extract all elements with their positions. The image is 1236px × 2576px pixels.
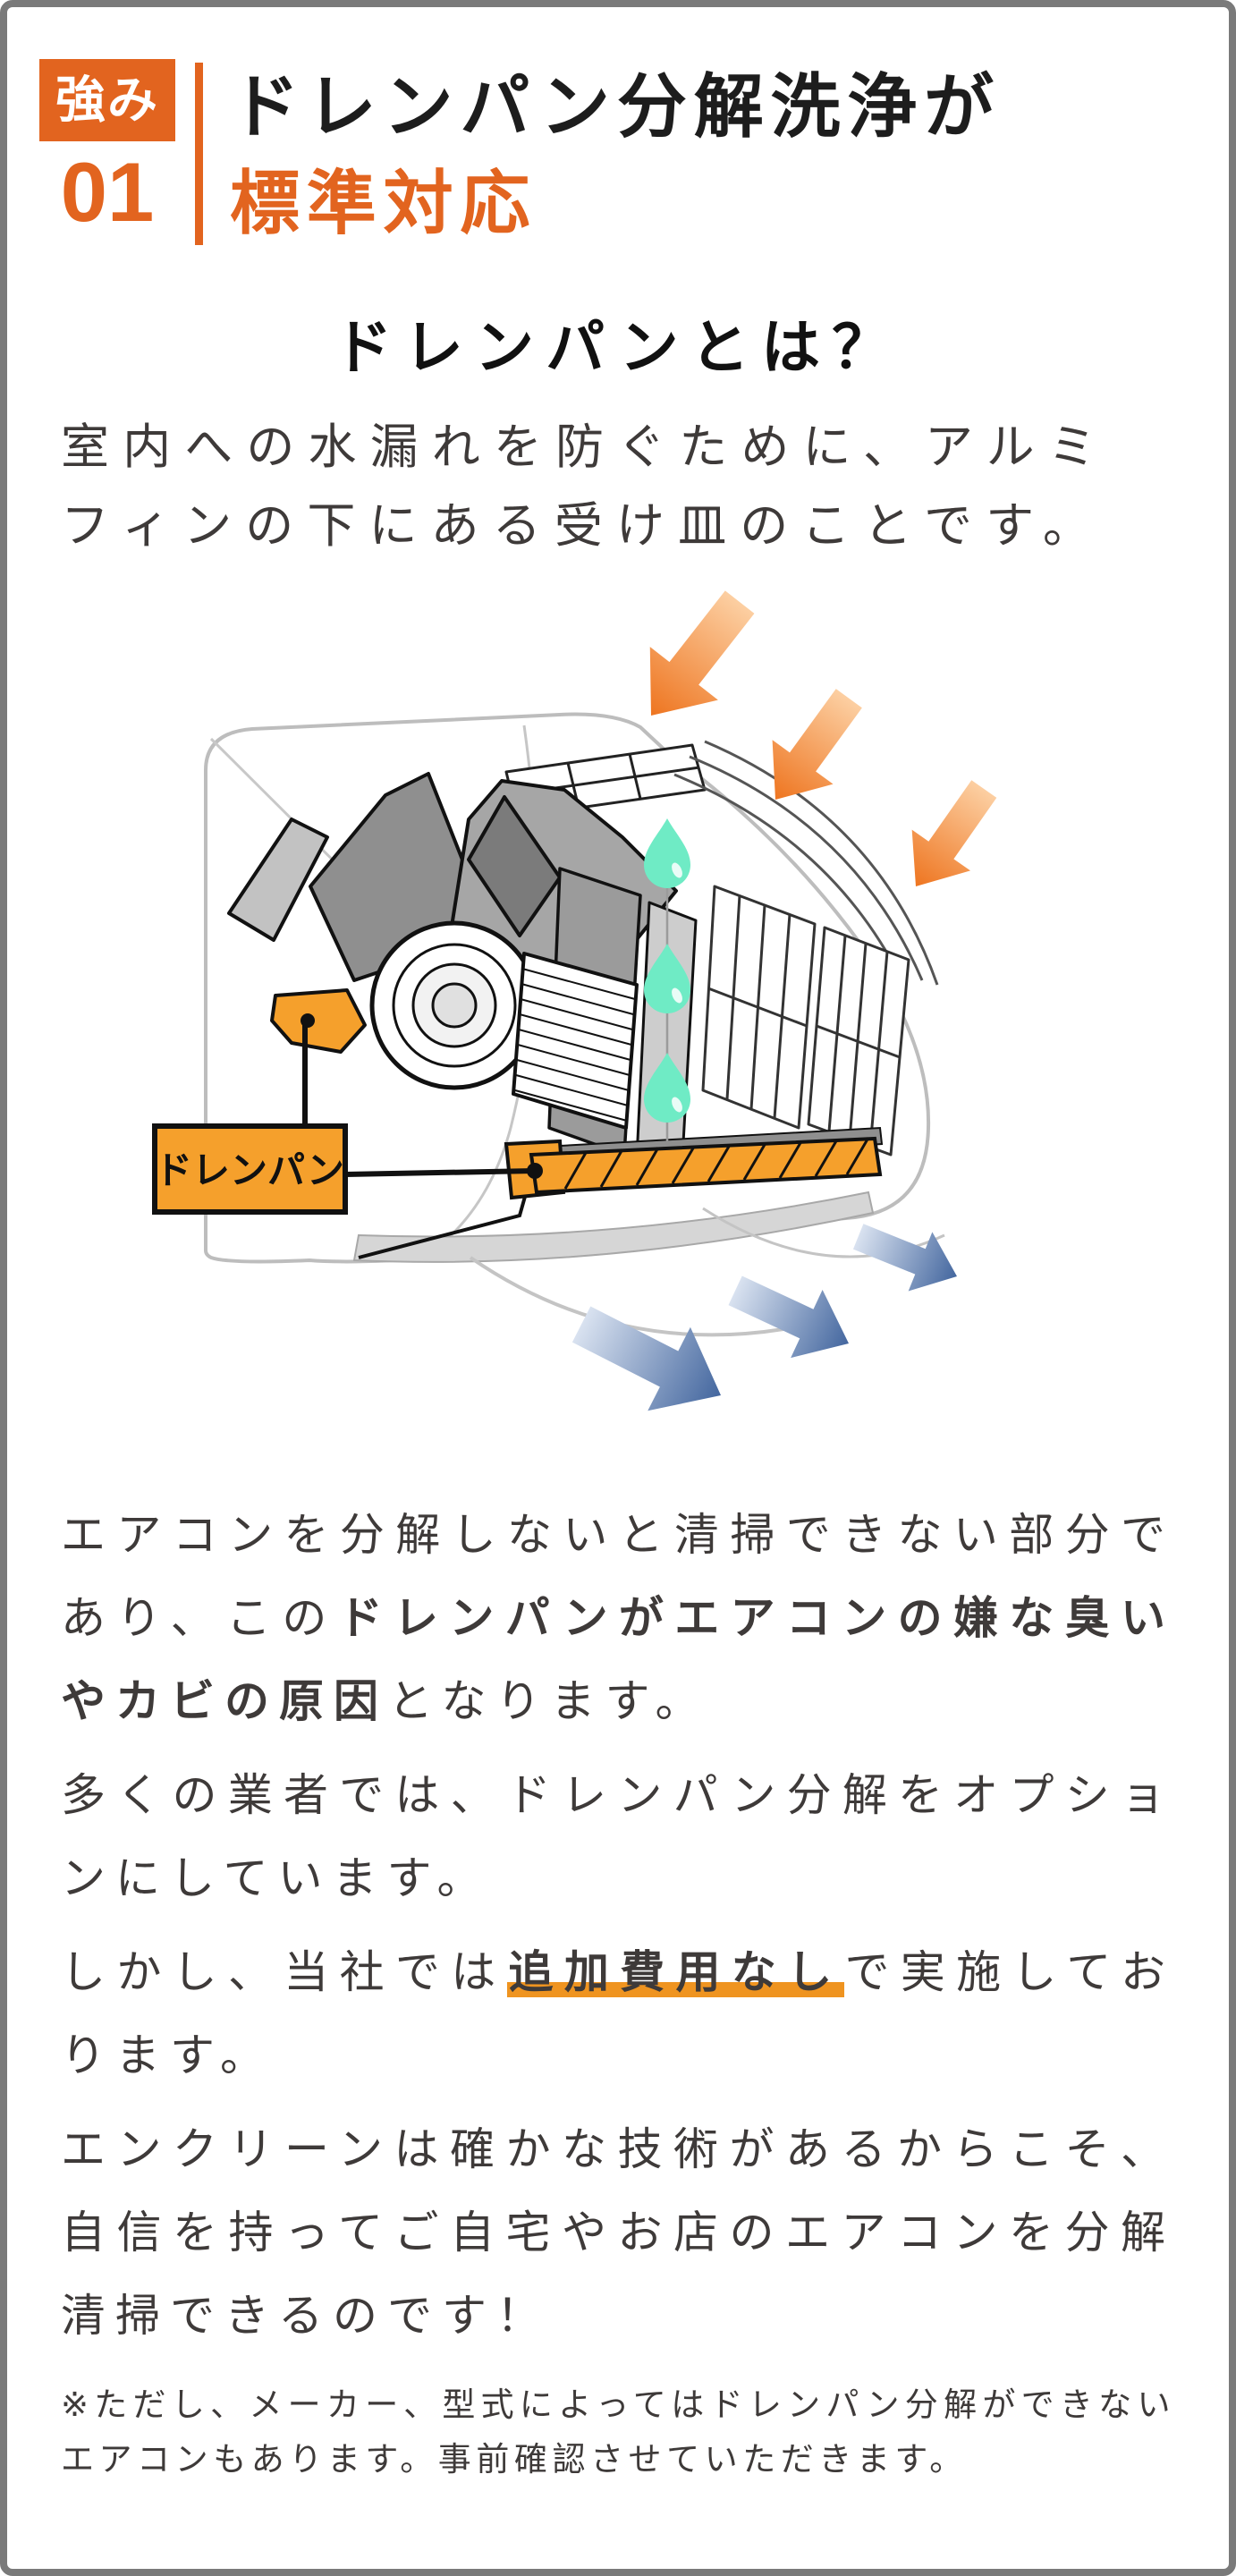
orange-airflow-arrow-icon: [616, 587, 775, 742]
title-line-1: ドレンパン分解洗浄が: [230, 67, 1001, 146]
paragraph-4: エンクリーンは確かな技術があるからこそ、自信を持ってご自宅やお店のエアコンを分解…: [61, 2124, 1175, 2342]
paragraph-2: 多くの業者では、ドレンパン分解をオプションにしています。: [61, 1770, 1175, 1904]
orange-airflow-arrow-icon: [886, 768, 1013, 908]
grille-rails: [673, 740, 939, 986]
drain-pan-left: [270, 988, 367, 1055]
paragraph-1: エアコンを分解しないと清掃できない部分であり、このドレンパンがエアコンの嫌な臭い…: [61, 1494, 1175, 1743]
p3-highlighted-text: 追加費用なし: [506, 1947, 845, 1998]
badge-number: 01: [60, 145, 155, 239]
p1-text: エアコンを分解しないと清掃できない部分であり、この: [61, 1510, 1175, 1644]
p3-suffix: で実施しております。: [61, 1947, 1176, 2081]
fan: [369, 920, 539, 1090]
drain-pan-label: ドレンパン: [155, 1149, 344, 1191]
water-drop-icon: [644, 818, 690, 1123]
header: 強み 01 ドレンパン分解洗浄が 標準対応: [39, 59, 1193, 251]
title-line-2: 標準対応: [230, 163, 538, 242]
p1-bold-text: ドレンパンがエアコンの嫌な臭いやカビの原因: [61, 1593, 1176, 1727]
aircon-diagram: ドレンパン: [152, 587, 1013, 1437]
page-title: ドレンパン分解洗浄が 標準対応: [230, 59, 1001, 251]
body-copy: エアコンを分解しないと清掃できない部分であり、このドレンパンがエアコンの嫌な臭い…: [61, 1494, 1175, 2358]
blue-airflow-arrow-icon: [560, 1282, 742, 1437]
orange-airflow-arrow-icon: [745, 676, 880, 822]
section-heading: ドレンパンとは？: [333, 314, 903, 381]
badge-label: 強み: [39, 59, 175, 141]
footnote: ※ただし、メーカー、型式によってはドレンパン分解ができないエアコンもあります。事…: [61, 2386, 1175, 2479]
aircon-figure: ドレンパン: [7, 587, 1229, 1454]
filter-grille: [701, 885, 910, 1157]
p1-suffix: となります。: [388, 1676, 710, 1727]
strength-badge: 強み 01: [39, 59, 175, 234]
drain-pan-callout: ドレンパン: [152, 1013, 543, 1216]
blue-airflow-arrow-icon: [719, 1256, 865, 1378]
p3-text: しかし、当社では: [61, 1947, 507, 1998]
fan-barrel: [512, 952, 639, 1131]
divider-bar: [195, 63, 203, 245]
intro-paragraph: 室内への水漏れを防ぐために、アルミ フィンの下にある受け皿のことです。: [61, 420, 1110, 553]
paragraph-3: しかし、当社では追加費用なしで実施しております。: [61, 1931, 1175, 2097]
